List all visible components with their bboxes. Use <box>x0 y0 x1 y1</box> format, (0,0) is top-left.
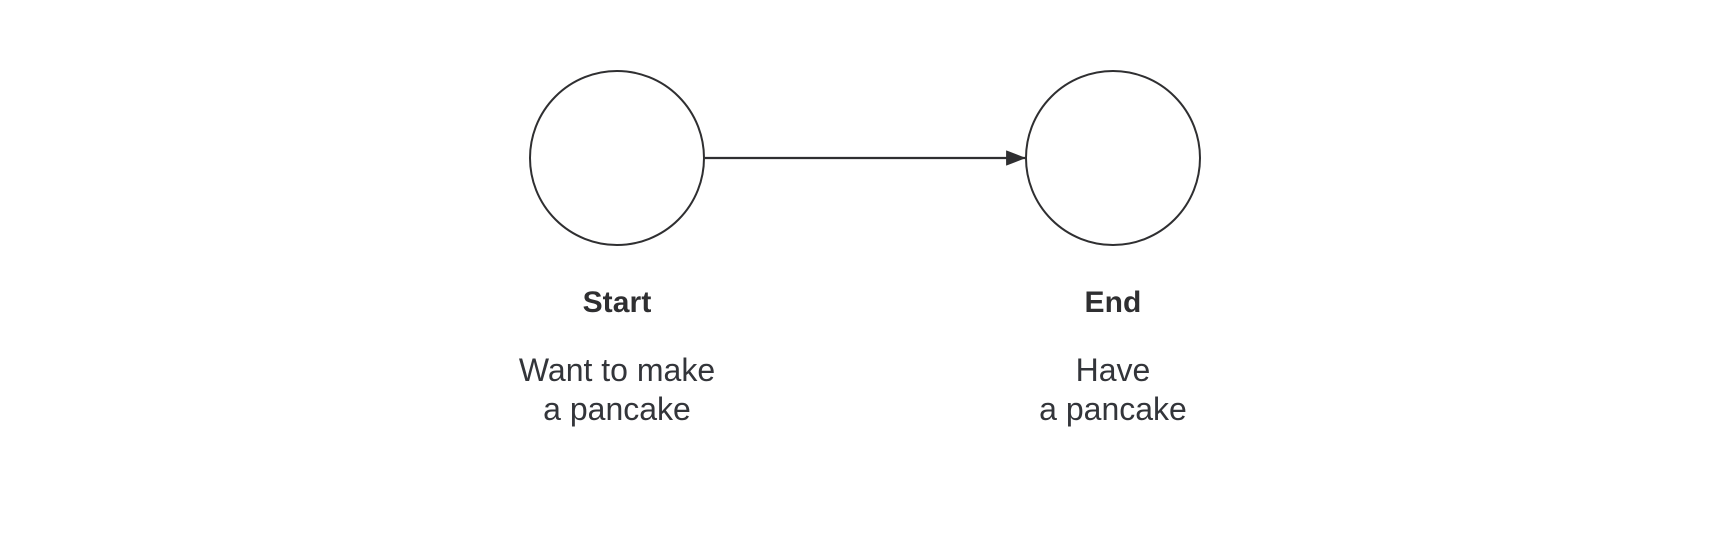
node-label-group-start: Start Want to make a pancake <box>437 288 797 429</box>
node-circle-start[interactable] <box>529 70 705 246</box>
node-title-end: End <box>1084 286 1142 319</box>
node-description-start: Want to make a pancake <box>518 352 716 427</box>
node-circle-end[interactable] <box>1025 70 1201 246</box>
node-label-group-end: End Have a pancake <box>933 288 1293 429</box>
node-title-start: Start <box>582 286 652 319</box>
node-description-end: Have a pancake <box>1039 352 1187 427</box>
